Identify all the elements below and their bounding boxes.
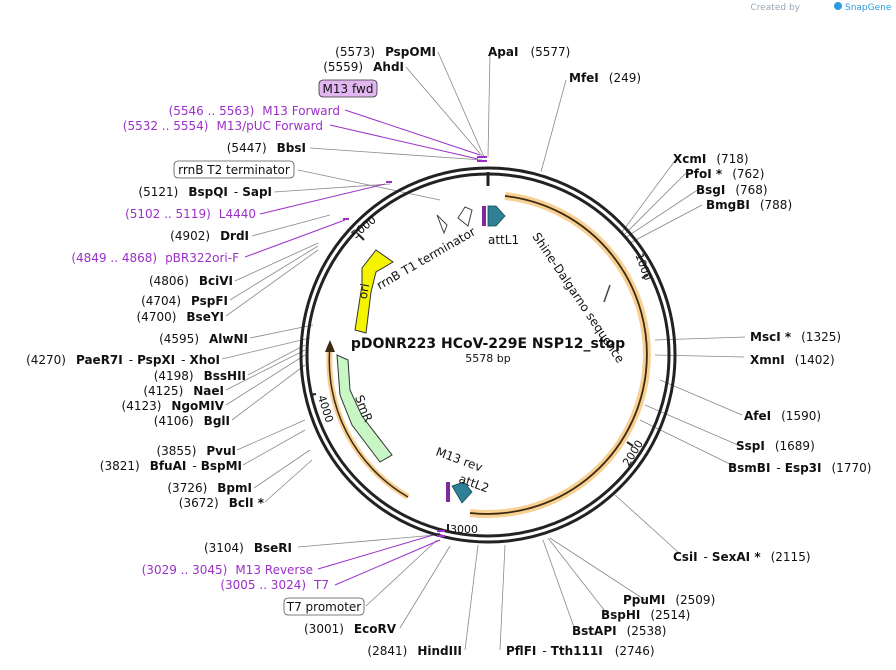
site-bsmbi[interactable]: BsmBI-Esp3I(1770) <box>728 461 871 475</box>
rrnb-t2-marker <box>436 214 448 235</box>
ori-arrow <box>354 249 394 334</box>
site-bpmi[interactable]: (3726)BpmI <box>167 481 252 495</box>
tick-marks <box>309 233 649 531</box>
site-ppumi[interactable]: PpuMI(2509) <box>623 593 715 607</box>
site-bfuai[interactable]: (3821)BfuAI-BspMI <box>100 459 242 473</box>
primer-l4440[interactable]: (5102 .. 5119)L4440 <box>125 207 256 221</box>
attl2-arrow <box>451 481 473 504</box>
smr-arc-head <box>325 340 335 352</box>
primer-m13-forward[interactable]: (5546 .. 5563)M13 Forward <box>169 104 340 118</box>
site-bsshii[interactable]: (4198)BssHII <box>154 369 246 383</box>
m13-fwd-box[interactable]: M13 fwd <box>318 79 378 98</box>
smr-arc <box>328 344 409 498</box>
site-bseri[interactable]: (3104)BseRI <box>204 541 292 555</box>
primer-m13-puc-forward[interactable]: (5532 .. 5554)M13/pUC Forward <box>123 119 323 133</box>
site-afei[interactable]: AfeI(1590) <box>744 409 821 423</box>
site-xmni[interactable]: XmnI(1402) <box>750 353 835 367</box>
site-apai[interactable]: ApaI(5577) <box>488 45 570 59</box>
site-pspfi[interactable]: (4704)PspFI <box>141 294 228 308</box>
rrnb-t1-arrow <box>457 206 473 227</box>
primer-labels: (5546 .. 5563)M13 Forward (5532 .. 5554)… <box>71 104 340 592</box>
backbone-outer <box>299 166 677 544</box>
attl1-label: attL1 <box>488 233 519 247</box>
plasmid-name: pDONR223 HCoV-229E NSP12_stop <box>351 336 625 352</box>
site-msci[interactable]: MscI *(1325) <box>750 330 841 344</box>
site-alwni[interactable]: (4595)AlwNI <box>159 332 248 346</box>
site-sspi[interactable]: SspI(1689) <box>736 439 815 453</box>
site-hindiii[interactable]: (2841)HindIII <box>367 644 462 658</box>
site-mfei[interactable]: MfeI(249) <box>569 71 641 85</box>
primer-ticks <box>343 156 487 537</box>
m13-fwd-label: M13 fwd <box>323 82 374 96</box>
rrnb-t1-label: rrnB T1 terminator <box>374 225 478 293</box>
site-ecorv[interactable]: (3001)EcoRV <box>304 622 397 636</box>
site-drdi[interactable]: (4902)DrdI <box>170 229 249 243</box>
site-bsgi[interactable]: BsgI(768) <box>696 183 768 197</box>
site-bseyi[interactable]: (4700)BseYI <box>137 310 225 324</box>
site-bstapi[interactable]: BstAPI(2538) <box>572 624 666 638</box>
site-pflfi[interactable]: PflFI-Tth111I(2746) <box>506 644 655 658</box>
connector-lines <box>221 51 746 651</box>
site-bcivi[interactable]: (4806)BciVI <box>149 274 233 288</box>
tick-5000: 5000 <box>349 213 379 241</box>
t7-promoter-box[interactable]: T7 promoter <box>283 597 365 616</box>
site-ahdi[interactable]: (5559)AhdI <box>323 60 404 74</box>
rrnb-t2-box[interactable]: rrnB T2 terminator <box>173 160 295 179</box>
credit-text: Created by <box>750 3 800 13</box>
site-labels: (5573)PspOMI (5559)AhdI (5447)BbsI (5121… <box>26 45 871 658</box>
snapgene-brand: SnapGene <box>845 3 892 13</box>
primer-t7[interactable]: (3005 .. 3024)T7 <box>220 578 329 592</box>
site-pvui[interactable]: (3855)PvuI <box>156 444 236 458</box>
smr-arrow <box>336 354 393 463</box>
tick-3000: 3000 <box>450 523 478 536</box>
m13rev-label: M13 rev <box>434 445 484 475</box>
attl2-marker <box>446 482 450 502</box>
site-bmgbi[interactable]: BmgBI(788) <box>706 198 792 212</box>
snapgene-logo: SnapGene <box>834 2 892 13</box>
site-bcli[interactable]: (3672)BclI * <box>179 496 265 510</box>
attl1-arrow <box>487 205 506 227</box>
ori-label: ori <box>356 282 372 300</box>
primer-lines <box>244 109 481 586</box>
site-ngomiv[interactable]: (4123)NgoMIV <box>122 399 225 413</box>
site-xcmi[interactable]: XcmI(718) <box>673 152 749 166</box>
site-paer7i[interactable]: (4270)PaeR7I-PspXI-XhoI <box>26 353 220 367</box>
site-bspqi-sapi[interactable]: (5121)BspQI-SapI <box>138 185 272 199</box>
site-bsphi[interactable]: BspHI(2514) <box>601 608 690 622</box>
site-pfoi[interactable]: PfoI *(762) <box>685 167 764 181</box>
orf-arc <box>469 195 648 515</box>
t7-promoter-label: T7 promoter <box>286 600 362 614</box>
rrnb-t2-label: rrnB T2 terminator <box>178 163 290 177</box>
site-csii[interactable]: CsiI-SexAI *(2115) <box>673 550 811 564</box>
plasmid-length: 5578 bp <box>465 352 510 365</box>
primer-m13-reverse[interactable]: (3029 .. 3045)M13 Reverse <box>142 563 313 577</box>
primer-pbr322ori-f[interactable]: (4849 .. 4868)pBR322ori-F <box>71 251 239 265</box>
site-bgli[interactable]: (4106)BglI <box>154 414 230 428</box>
site-pspomi[interactable]: (5573)PspOMI <box>335 45 436 59</box>
site-naei[interactable]: (4125)NaeI <box>143 384 224 398</box>
site-bbsi[interactable]: (5447)BbsI <box>227 141 306 155</box>
attl1-marker <box>482 206 486 226</box>
shine-marker <box>603 284 611 303</box>
